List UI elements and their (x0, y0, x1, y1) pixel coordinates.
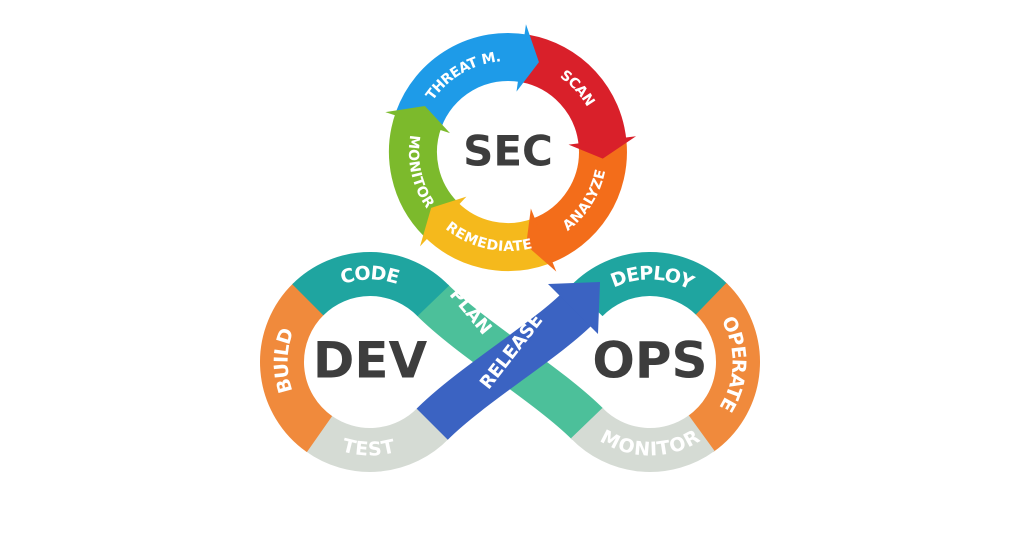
deploy-segment (570, 252, 728, 317)
sec-stage-analyze-arrowhead (526, 208, 557, 272)
ops-title: OPS (592, 332, 707, 390)
sec-cycle: THREAT M. SCAN ANALYZE REMEDIATE MONITOR… (385, 24, 637, 272)
sec-stage-monitor-arrowhead (385, 105, 450, 134)
sec-stage-scan-segment (519, 34, 627, 147)
code-segment (292, 252, 450, 317)
release-arrowhead (548, 282, 600, 334)
sec-stage-threat-segment (396, 32, 529, 129)
test-segment (305, 407, 450, 472)
operate-segment (687, 282, 760, 453)
build-segment (260, 282, 333, 453)
sec-stage-remediate-arrowhead (420, 196, 467, 247)
sec-stage-threat-arrowhead (516, 24, 539, 92)
sec-title: SEC (463, 127, 553, 176)
ops-monitor-segment (570, 407, 715, 472)
dev-title: DEV (313, 332, 428, 390)
release-band (416, 290, 596, 441)
sec-stage-analyze-segment (531, 141, 627, 264)
devops-infinity-loop: CODE BUILD TEST DEPLOY OPERATE MONITOR P… (260, 252, 760, 472)
sec-stage-scan-arrowhead (568, 136, 637, 159)
